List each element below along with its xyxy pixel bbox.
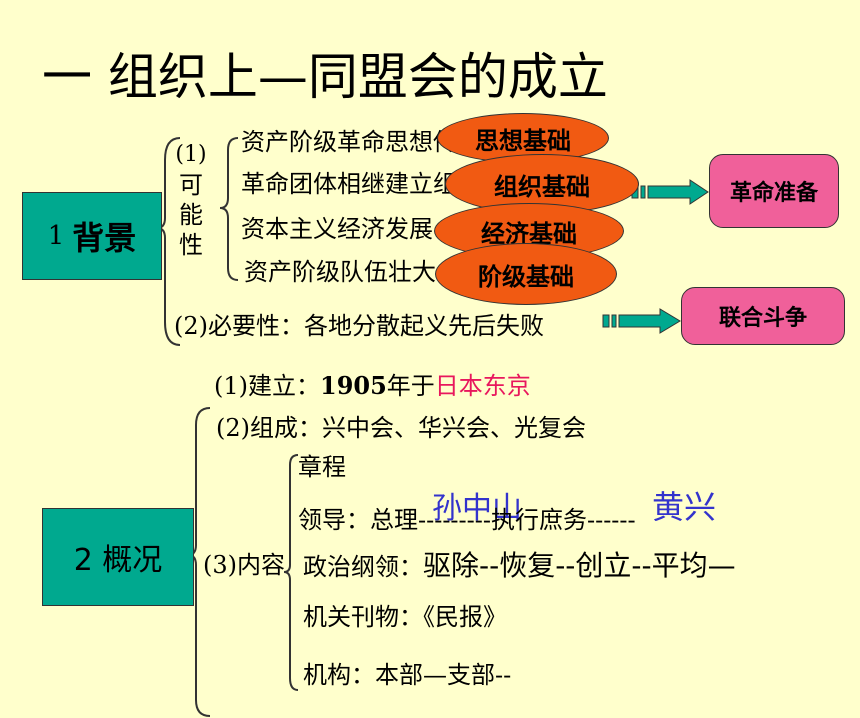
founding-prefix: (1)建立： — [214, 372, 320, 400]
overview-box: 2 概况 — [42, 508, 194, 606]
bubble-organization-basis: 组织基础 — [445, 154, 639, 214]
founding-place: 日本东京 — [434, 372, 531, 400]
leader-line: 领导：总理---------执行庶务------ — [298, 506, 636, 534]
leader-executive-name: 黄兴 — [652, 488, 717, 526]
leader-president-name: 孙中山 — [432, 491, 522, 526]
bracket-content — [283, 454, 299, 691]
background-label: 背景 — [72, 219, 137, 257]
arrow-revolution-prep — [631, 179, 709, 205]
publication: 机关刊物：《民报》 — [303, 603, 507, 631]
founding-mid: 年于 — [386, 372, 435, 400]
possibility-char: 性 — [179, 231, 203, 259]
program-text: 驱除--恢复--创立--平均— — [423, 549, 736, 582]
bracket-possibility — [219, 137, 239, 281]
necessity-text: (2)必要性：各地分散起义先后失败 — [174, 312, 544, 340]
bubble-class-basis: 阶级基础 — [435, 243, 617, 305]
item-class: 资产阶级队伍壮大 — [244, 258, 436, 286]
possibility-num: (1) — [175, 142, 207, 167]
background-num: 1 — [47, 221, 65, 251]
item-economy: 资本主义经济发展 — [241, 215, 433, 243]
possibility-label: (1) 可 能 性 — [174, 140, 208, 260]
composition-line: (2)组成：兴中会、华兴会、光复会 — [216, 414, 586, 442]
possibility-char: 能 — [179, 201, 203, 229]
founding-line: (1)建立：1905年于日本东京 — [214, 371, 531, 400]
box-revolution-prep: 革命准备 — [709, 154, 839, 228]
program-line: 政治纲领：驱除--恢复--创立--平均— — [303, 552, 736, 580]
founding-year: 1905 — [320, 371, 387, 400]
content-label: (3)内容 — [203, 551, 285, 579]
charter: 章程 — [298, 453, 346, 481]
background-box: 1 背景 — [22, 192, 162, 280]
possibility-char: 可 — [179, 171, 203, 199]
box-united-struggle: 联合斗争 — [681, 287, 845, 345]
page-title: 一 组织上—同盟会的成立 — [42, 48, 608, 106]
program-label: 政治纲领： — [303, 553, 423, 581]
arrow-united-struggle — [602, 308, 681, 334]
structure: 机构：本部—支部-- — [303, 661, 512, 689]
